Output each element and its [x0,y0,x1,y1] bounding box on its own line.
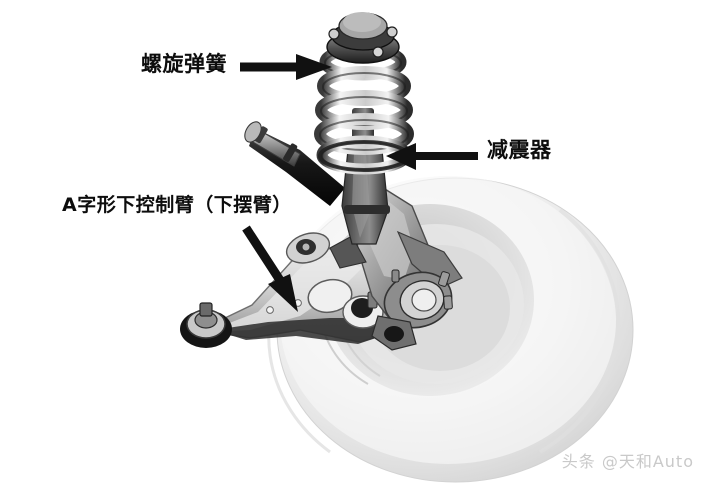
damper-tube-highlight [352,154,370,238]
damper-bracket-band [344,205,390,214]
arrow-shock-absorber-head [386,143,416,170]
hub-bore [411,288,437,312]
control-arm-rear-bushing [285,232,331,264]
knuckle-strut-bracket [329,235,367,269]
mount-stud-right [386,26,398,38]
watermark-text: 头条 @天和Auto [561,452,694,471]
arrow-control-arm-head [268,274,298,312]
lower-joint-boot [384,326,404,342]
arrow-shock-absorber [386,143,478,170]
boot-clamp-2 [283,143,298,162]
boot-clamp-1 [254,126,268,144]
strut-mount-group [326,12,400,64]
mount-stud-front [372,46,384,58]
mount-stud-left [328,28,340,40]
callout-label-lower-control-arm: A字形下控制臂（下摆臂） [62,194,292,216]
callout-label-coil-spring: 螺旋弹簧 [141,52,227,76]
control-arm-drain-hole-1 [266,306,274,314]
arrow-coil-spring-head [296,54,332,80]
tire-tread-edge [538,208,621,454]
callout-label-shock-absorber: 减震器 [487,138,552,162]
arrow-control-arm-shaft [242,225,289,291]
wheel-stud-2 [443,295,453,310]
cv-axle-group [244,121,345,206]
control-arm-lightening-hole [307,278,353,314]
rear-bushing-bolt [301,242,311,252]
axle-end-cap [244,121,262,143]
mount-cap-top [343,12,381,32]
wheel-hub-group [383,269,453,329]
lower-ball-joint [342,291,384,329]
coil-turn-4-shadow [319,119,409,151]
bushing-bolt-nut [199,302,213,317]
arrow-lower-control-arm [242,225,298,312]
callout-arrows [240,54,478,312]
wheel-stud-1 [438,271,450,287]
knuckle-lower-joint [371,315,417,351]
control-arm-inner-bushing [180,302,232,348]
wheel-stud-3 [391,269,400,283]
arrow-coil-spring [240,54,332,80]
